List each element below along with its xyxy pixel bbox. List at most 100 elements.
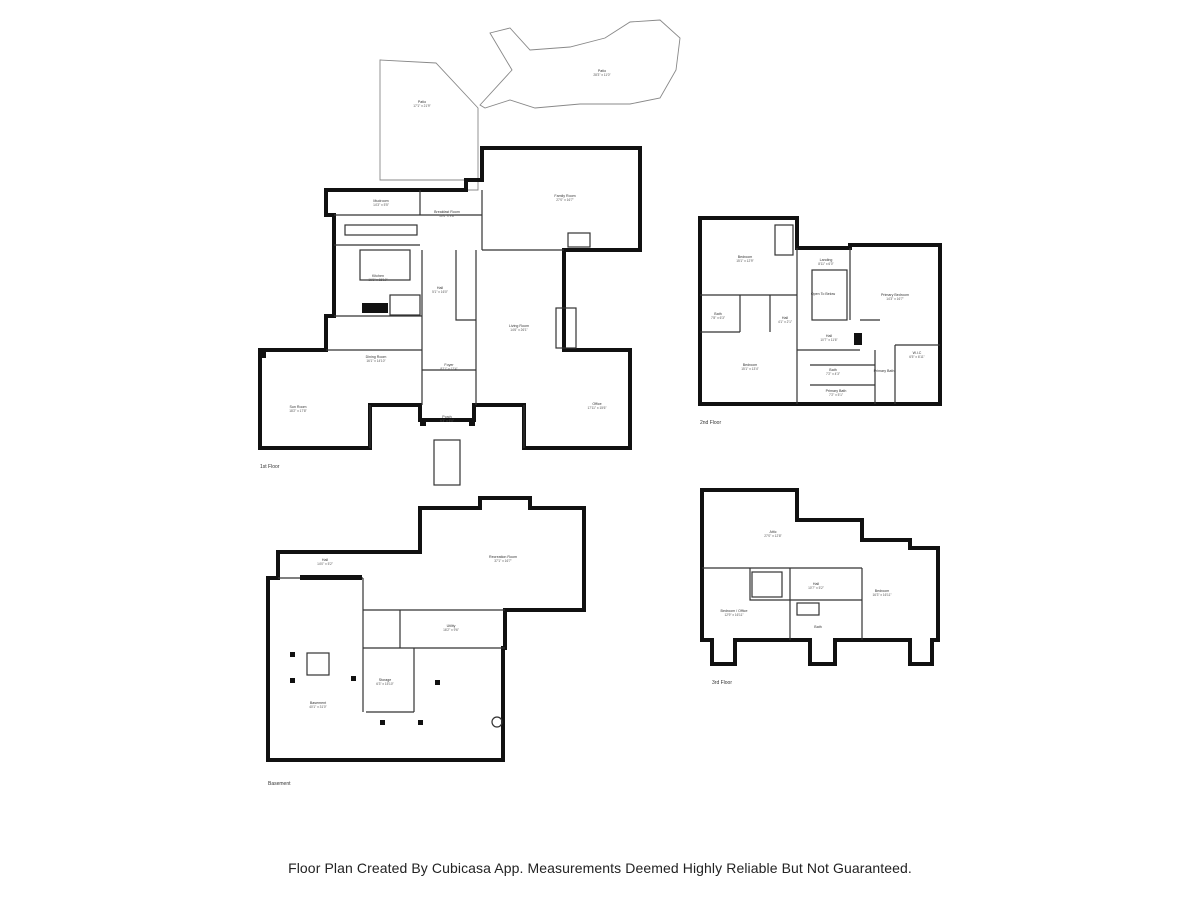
kitchen-appliance (362, 303, 388, 313)
room-label-bath-a: Bath (714, 312, 721, 316)
room-dim-bath-b: 7'2" x 4'3" (826, 372, 840, 376)
third-floor-outer-wall (700, 488, 940, 666)
room-dim-patio-1: 17'1" x 21'9" (413, 104, 430, 108)
living-room-fireplace (555, 307, 577, 349)
second-floor: Bedroom 15'1" x 12'9" Landing 8'11" x 6'… (698, 216, 942, 426)
room-label-wic: W.I.C (913, 351, 922, 355)
room-label-basement: Basement (310, 701, 326, 705)
first-floor-interior-walls (326, 190, 564, 448)
basement-post-1 (290, 652, 295, 657)
room-dim-bedroom-a: 15'1" x 12'9" (736, 259, 753, 263)
basement-interior-walls (278, 577, 505, 713)
room-dim-bedroom-third: 16'3" x 16'11" (872, 593, 891, 597)
room-dim-storage: 6'3" x 15'10" (376, 682, 393, 686)
room-label-family-room: Family Room (554, 194, 575, 198)
room-dim-hall-small: 4'1" x 2'1" (778, 320, 792, 324)
room-dim-landing: 8'11" x 6'0" (818, 262, 833, 266)
floor-label-first: 1st Floor (260, 464, 280, 470)
basement-post-4 (435, 680, 440, 685)
room-label-primary-bath-2: Primary Bath (874, 369, 895, 373)
basement-beam (300, 575, 362, 580)
room-label-open-to-below: Open To Below (811, 292, 836, 296)
room-label-porch: Porch (442, 415, 451, 419)
room-label-bath-third: Bath (814, 625, 821, 629)
room-dim-patio-2: 28'3" x 11'0" (593, 73, 610, 77)
first-floor-outer-wall (258, 146, 642, 450)
room-label-dining-room: Dining Room (366, 355, 387, 359)
room-label-storage: Storage (379, 678, 392, 682)
room-dim-bath-a: 7'8" x 6'3" (711, 316, 725, 320)
room-dim-mudroom: 14'3" x 5'5" (373, 203, 389, 207)
room-dim-hall-basement: 14'0" x 5'2" (317, 562, 333, 566)
sun-room-column (260, 350, 266, 358)
third-floor-bathtub (796, 602, 820, 616)
room-dim-bedroom-office: 12'9" x 16'11" (724, 613, 743, 617)
open-to-below (811, 269, 848, 321)
room-label-attic: Attic (770, 530, 777, 534)
room-label-landing: Landing (820, 258, 833, 262)
third-floor-interior-walls (702, 567, 863, 640)
room-label-bedroom-a: Bedroom (738, 255, 753, 259)
room-label-mudroom: Mudroom (373, 199, 388, 203)
room-dim-basement: 40'1" x 31'0" (309, 705, 326, 709)
floor-label-second: 2nd Floor (700, 420, 721, 426)
family-room-fireplace (567, 232, 591, 248)
room-dim-primary-bedroom: 14'3" x 16'7" (886, 297, 903, 301)
room-dim-recreation-room: 37'1" x 16'7" (494, 559, 511, 563)
room-dim-wic: 6'5" x 6'11" (909, 355, 924, 359)
second-floor-interior-walls (700, 248, 940, 404)
basement-outer-wall (266, 496, 586, 762)
room-label-hall-third: Hall (813, 582, 819, 586)
porch-column-right (469, 420, 475, 426)
room-label-bedroom-office: Bedroom / Office (721, 609, 748, 613)
room-label-utility: Utility (447, 624, 456, 628)
room-dim-hall-third: 10'7" x 5'2" (808, 586, 824, 590)
room-label-primary-bedroom: Primary Bedroom (881, 293, 909, 297)
patio-left-outline (379, 59, 479, 191)
room-dim-attic: 27'0" x 12'8" (764, 534, 781, 538)
first-floor-stairs (389, 294, 421, 316)
room-label-kitchen: Kitchen (372, 274, 384, 278)
room-dim-primary-bath: 7'2" x 5'1" (829, 393, 843, 397)
front-walkway (433, 439, 461, 486)
room-dim-bedroom-b: 15'1" x 13'4" (741, 367, 758, 371)
room-dim-hall-upper: 10'7" x 11'6" (820, 338, 837, 342)
basement-post-2 (290, 678, 295, 683)
room-dim-living-room: 14'6" x 26'1" (510, 328, 527, 332)
basement-stairs (306, 652, 330, 676)
water-heater (491, 716, 503, 728)
room-label-hall-upper: Hall (826, 334, 832, 338)
basement-post-3 (351, 676, 356, 681)
second-floor-stairs (774, 224, 794, 256)
room-label-patio-1: Patio (418, 100, 426, 104)
room-dim-office: 17'11" x 15'6" (587, 406, 606, 410)
room-label-hall-small: Hall (782, 316, 788, 320)
floor-label-basement: Basement (268, 781, 291, 787)
room-label-breakfast-room: Breakfast Room (434, 210, 460, 214)
room-dim-family-room: 27'0" x 16'7" (556, 198, 573, 202)
room-dim-foyer: 8'11" x 12'4" (440, 367, 457, 371)
first-floor: Patio 17'1" x 21'9" Patio 28'3" x 11'0" … (258, 19, 681, 486)
room-dim-breakfast-room: 10'4" x 9'8" (439, 214, 455, 218)
third-floor: Attic 27'0" x 12'8" Hall 10'7" x 5'2" Be… (700, 488, 940, 686)
patio-right-outline (479, 19, 681, 109)
room-label-sun-room: Sun Room (290, 405, 307, 409)
room-label-hall-basement: Hall (322, 558, 328, 562)
room-label-hall: Hall (437, 286, 443, 290)
room-label-foyer: Foyer (444, 363, 454, 367)
kitchen-counter (344, 224, 418, 236)
basement-post-5 (418, 720, 423, 725)
room-dim-porch: 9'3" x 5'0" (440, 419, 454, 423)
room-dim-kitchen: 16'1" x 15'10" (368, 278, 387, 282)
room-dim-dining-room: 16'1" x 14'10" (366, 359, 385, 363)
room-dim-hall: 5'1" x 16'0" (432, 290, 448, 294)
room-dim-utility: 16'2" x 9'6" (443, 628, 459, 632)
second-floor-outer-wall (698, 216, 942, 406)
room-label-recreation-room: Recreation Room (489, 555, 517, 559)
porch-column-left (420, 420, 426, 426)
room-label-bedroom-third: Bedroom (875, 589, 890, 593)
third-floor-stairs (751, 571, 783, 598)
basement-floor: Recreation Room 37'1" x 16'7" Hall 14'0"… (266, 496, 586, 787)
room-label-office: Office (592, 402, 601, 406)
